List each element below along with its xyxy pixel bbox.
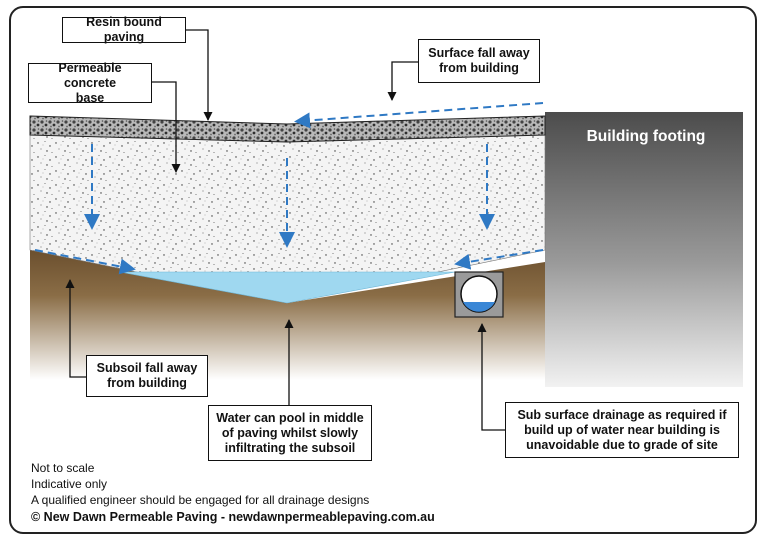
water-pool — [119, 271, 456, 304]
copyright-text: © New Dawn Permeable Paving - newdawnper… — [31, 510, 435, 524]
note-engineer: A qualified engineer should be engaged f… — [31, 493, 370, 507]
callout-resin-bound-paving: Resin bound paving — [62, 15, 186, 44]
callout-subsoil-fall: Subsoil fall away from building — [86, 355, 208, 397]
callout-subsurface-drainage: Sub surface drainage as required if buil… — [505, 402, 739, 458]
subsurface-drain — [454, 271, 504, 318]
water-flow-arrows — [34, 102, 544, 275]
callout-water-pool: Water can pool in middle of paving whils… — [208, 405, 372, 461]
resin-bound-paving-layer — [29, 115, 546, 143]
building-footing — [545, 112, 743, 387]
subsoil — [30, 250, 545, 380]
callout-permeable-concrete-base: Permeable concrete base — [28, 61, 152, 105]
building-footing-label: Building footing — [586, 128, 706, 145]
note-not-to-scale: Not to scale — [31, 461, 95, 475]
note-indicative-only: Indicative only — [31, 477, 108, 491]
callout-leaders — [65, 29, 505, 431]
callout-surface-fall: Surface fall away from building — [418, 39, 540, 83]
